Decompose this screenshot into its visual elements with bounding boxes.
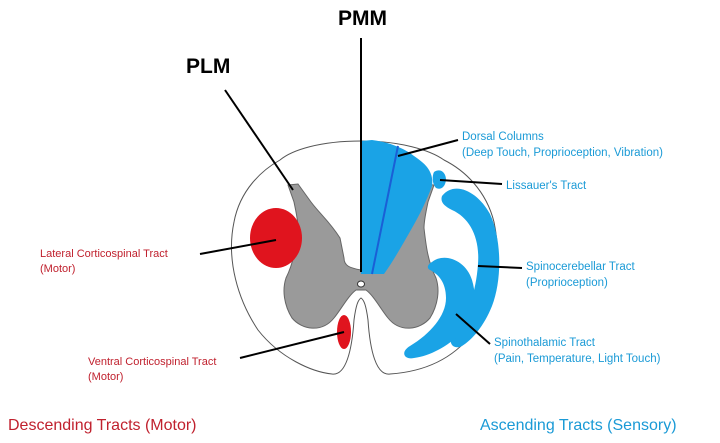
- lateral-corticospinal-tract: [250, 208, 302, 268]
- ascending-tracts-footer: Ascending Tracts (Sensory): [480, 417, 677, 434]
- pmm-label: PMM: [338, 7, 387, 30]
- spinothalamic-tract: [404, 257, 475, 359]
- spinothalamic-pointer: [455, 313, 491, 345]
- lissauers-tract: [432, 170, 446, 189]
- ventral-corticospinal-sublabel: (Motor): [88, 371, 123, 383]
- plm-label: PLM: [186, 55, 230, 78]
- spinocerebellar-tract: [441, 188, 500, 348]
- dorsal-columns-sublabel: (Deep Touch, Proprioception, Vibration): [462, 147, 663, 159]
- lissauer-pointer: [439, 179, 503, 185]
- lissauer-label: Lissauer's Tract: [506, 180, 587, 192]
- dorsal-columns-pointer: [397, 139, 459, 157]
- spinocerebellar-label: Spinocerebellar Tract: [526, 261, 635, 273]
- lateral-corticospinal-sublabel: (Motor): [40, 263, 75, 275]
- spinothalamic-sublabel: (Pain, Temperature, Light Touch): [494, 353, 661, 365]
- ventral-corticospinal-pointer: [239, 331, 345, 359]
- central-canal: [357, 280, 365, 288]
- lateral-corticospinal-label: Lateral Corticospinal Tract: [40, 248, 168, 260]
- fasciculus-divider: [371, 145, 399, 275]
- spinocerebellar-pointer: [477, 265, 523, 269]
- spinothalamic-label: Spinothalamic Tract: [494, 337, 596, 349]
- dorsal-columns-label: Dorsal Columns: [462, 131, 544, 143]
- descending-tracts-footer: Descending Tracts (Motor): [8, 417, 197, 434]
- spinocerebellar-sublabel: (Proprioception): [526, 277, 608, 289]
- lateral-corticospinal-pointer: [199, 239, 277, 255]
- plm-pointer-line: [224, 89, 294, 191]
- ventral-corticospinal-label: Ventral Corticospinal Tract: [88, 356, 216, 368]
